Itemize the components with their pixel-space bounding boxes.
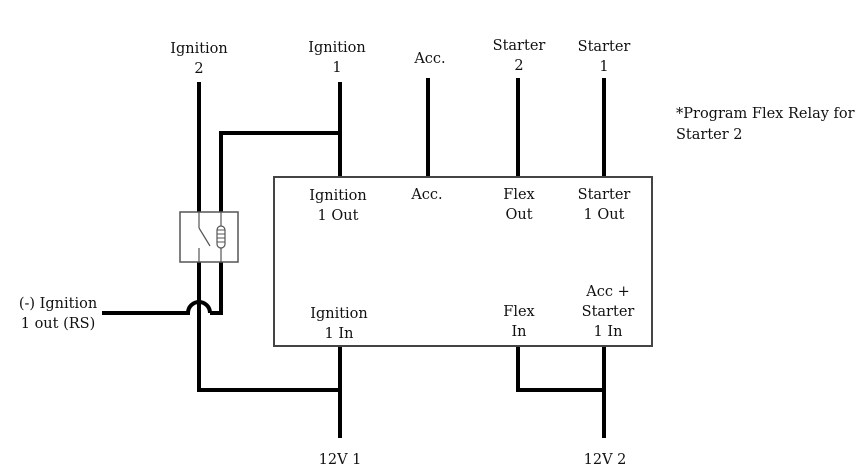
label-ignition-1-in: Ignition 1 In [310, 306, 368, 342]
program-note: *Program Flex Relay for Starter 2 [676, 106, 855, 143]
remote-start-module [273, 176, 653, 347]
wire-relay-coil [210, 262, 223, 315]
label-flex-out: Flex Out [503, 187, 535, 223]
relay-coil-icon [216, 225, 226, 249]
relay-icon [179, 211, 239, 263]
label-ignition-trigger: (-) Ignition 1 out (RS) [18, 296, 98, 332]
label-acc-out: Acc. [411, 187, 443, 203]
label-starter-1: Starter 1 [577, 39, 631, 75]
label-starter-2: Starter 2 [492, 38, 546, 74]
label-ignition-1: Ignition 1 [308, 40, 366, 76]
wire-relay-common-to-12v1 [197, 262, 340, 392]
label-flex-in: Flex In [503, 304, 535, 340]
label-12v-2: 12V 2 [583, 452, 627, 468]
wire-ignition-1-branch [219, 131, 340, 212]
label-ignition-2: Ignition 2 [170, 41, 228, 77]
label-acc: Acc. [414, 51, 446, 67]
label-acc-starter-1-in: Acc + Starter 1 In [581, 284, 635, 340]
label-ignition-1-out: Ignition 1 Out [309, 188, 367, 224]
wire-flex-in [516, 346, 604, 392]
wire-ignition-trigger [102, 300, 212, 315]
label-starter-1-out: Starter 1 Out [577, 187, 631, 223]
label-12v-1: 12V 1 [318, 452, 362, 468]
